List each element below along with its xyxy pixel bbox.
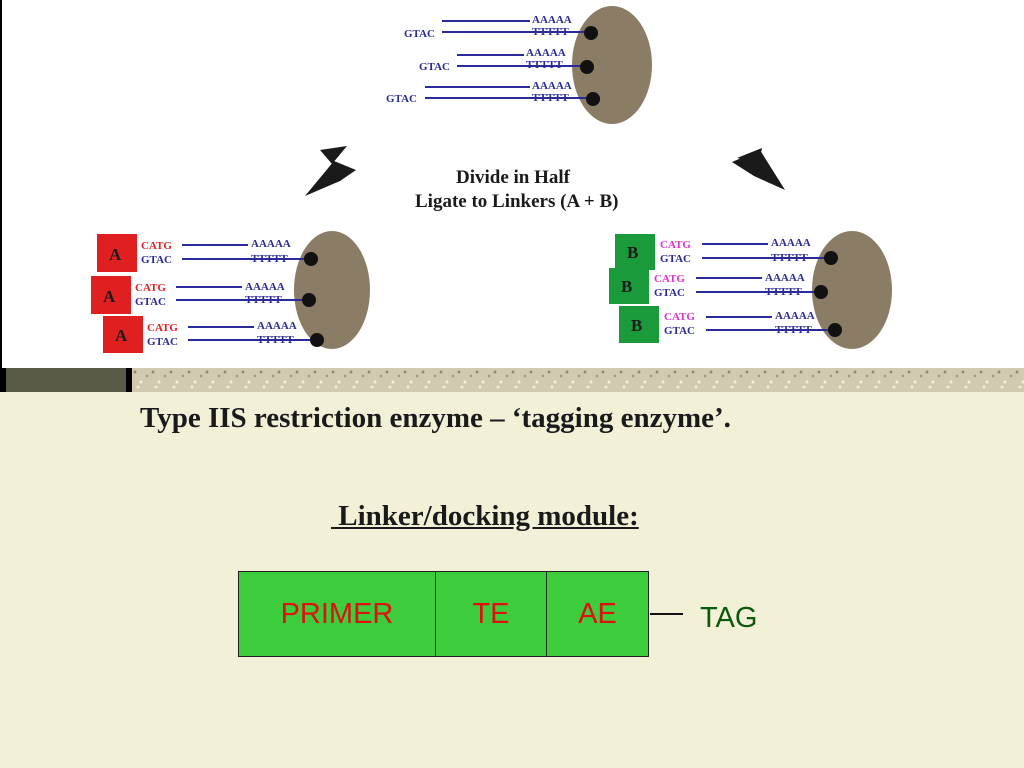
top-strands: GTAC AAAAA TTTTT GTAC AAAAA TTTTT GTAC A… bbox=[386, 14, 600, 106]
linker-b-3: B bbox=[631, 316, 642, 335]
linker-module-heading: Linker/docking module: bbox=[331, 500, 639, 532]
right-catg-3: CATG bbox=[664, 311, 695, 323]
left-aaaaa-2: AAAAA bbox=[245, 281, 285, 293]
top-aaaaa-3: AAAAA bbox=[532, 80, 572, 92]
bead-left bbox=[294, 231, 370, 349]
left-ttttt-1: TTTTT bbox=[251, 253, 288, 265]
right-gtac-1: GTAC bbox=[660, 253, 691, 265]
top-ttttt-3: TTTTT bbox=[532, 92, 569, 104]
left-aaaaa-3: AAAAA bbox=[257, 320, 297, 332]
instruction-line1: Divide in Half bbox=[456, 167, 571, 188]
diagram-figure: GTAC AAAAA TTTTT GTAC AAAAA TTTTT GTAC A… bbox=[0, 0, 1024, 368]
right-ttttt-1: TTTTT bbox=[771, 252, 808, 264]
top-ttttt-2: TTTTT bbox=[526, 59, 563, 71]
divider-band bbox=[0, 368, 1024, 392]
left-strands: A CATG GTAC AAAAA TTTTT A CATG GTAC AAAA… bbox=[91, 234, 324, 353]
top-gtac-3: GTAC bbox=[386, 93, 417, 105]
tagging-enzyme-heading: Type IIS restriction enzyme – ‘tagging e… bbox=[140, 402, 731, 434]
module-segment-te: TE bbox=[436, 572, 547, 656]
divider-dark-block bbox=[0, 368, 132, 392]
right-aaaaa-1: AAAAA bbox=[771, 237, 811, 249]
arrow-left bbox=[305, 146, 356, 196]
divider-texture bbox=[132, 368, 1024, 392]
linker-b-1: B bbox=[627, 243, 638, 262]
left-catg-3: CATG bbox=[147, 322, 178, 334]
tag-connector-line bbox=[650, 613, 683, 615]
left-ttttt-2: TTTTT bbox=[245, 294, 282, 306]
linker-module: PRIMER TE AE bbox=[238, 571, 649, 657]
left-catg-1: CATG bbox=[141, 240, 172, 252]
left-aaaaa-1: AAAAA bbox=[251, 238, 291, 250]
instruction-line2: Ligate to Linkers (A + B) bbox=[415, 191, 618, 212]
right-aaaaa-2: AAAAA bbox=[765, 272, 805, 284]
right-aaaaa-3: AAAAA bbox=[775, 310, 815, 322]
left-gtac-1: GTAC bbox=[141, 254, 172, 266]
right-gtac-2: GTAC bbox=[654, 287, 685, 299]
top-ttttt-1: TTTTT bbox=[532, 26, 569, 38]
right-gtac-3: GTAC bbox=[664, 325, 695, 337]
module-segment-ae: AE bbox=[547, 572, 648, 656]
left-ttttt-3: TTTTT bbox=[257, 334, 294, 346]
right-strands: B CATG GTAC AAAAA TTTTT B CATG GTAC AAAA… bbox=[609, 234, 842, 343]
linker-a-3: A bbox=[115, 326, 128, 345]
right-ttttt-2: TTTTT bbox=[765, 286, 802, 298]
left-gtac-3: GTAC bbox=[147, 336, 178, 348]
top-aaaaa-2: AAAAA bbox=[526, 47, 566, 59]
diagram-svg: GTAC AAAAA TTTTT GTAC AAAAA TTTTT GTAC A… bbox=[91, 6, 892, 353]
left-gtac-2: GTAC bbox=[135, 296, 166, 308]
linker-a-1: A bbox=[109, 245, 122, 264]
top-gtac-1: GTAC bbox=[404, 28, 435, 40]
right-ttttt-3: TTTTT bbox=[775, 324, 812, 336]
tag-label: TAG bbox=[700, 602, 758, 634]
linker-b-2: B bbox=[621, 277, 632, 296]
top-aaaaa-1: AAAAA bbox=[532, 14, 572, 26]
module-segment-primer: PRIMER bbox=[239, 572, 436, 656]
right-catg-1: CATG bbox=[660, 239, 691, 251]
arrow-right bbox=[732, 148, 785, 190]
right-catg-2: CATG bbox=[654, 273, 685, 285]
top-gtac-2: GTAC bbox=[419, 61, 450, 73]
linker-a-2: A bbox=[103, 287, 116, 306]
left-catg-2: CATG bbox=[135, 282, 166, 294]
